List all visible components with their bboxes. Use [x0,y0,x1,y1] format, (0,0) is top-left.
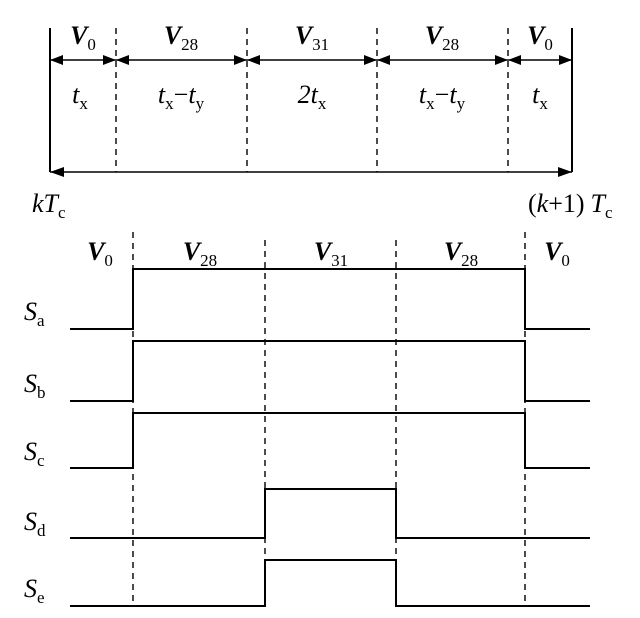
waveform-se [70,559,590,607]
signal-waveforms [70,268,590,607]
signal-label-se: Se [24,574,45,607]
interval-2-vector-label: V28 [183,237,217,270]
signal-label-sd: Sd [24,507,46,540]
signal-label-sa: Sa [24,297,45,330]
waveform-sa [70,268,590,330]
period-timing-diagram: V0 V28 V31 V28 V0 tx tx−ty 2tx tx−ty tx … [32,21,613,222]
switching-signal-diagram: V0 V28 V31 V28 V0 Sa Sb Sc Sd Se [24,232,590,607]
signal-label-sb: Sb [24,369,46,402]
interval-1-vector-label: V0 [87,237,113,270]
segment-4-duration-label: tx−ty [419,80,466,113]
interval-4-vector-label: V28 [444,237,478,270]
segment-arrows [50,55,572,65]
segment-5-duration-label: tx [532,80,548,113]
waveform-sb [70,340,590,402]
segment-3-vector-label: V31 [295,21,329,54]
segment-5-vector-label: V0 [527,21,553,54]
segment-1-vector-label: V0 [70,21,96,54]
period-start-label: kTc [32,189,66,222]
segment-4-vector-label: V28 [425,21,459,54]
waveform-sc [70,412,590,469]
waveform-sd [70,488,590,539]
period-end-label: (k+1)Tc [528,189,613,222]
interval-5-vector-label: V0 [544,237,570,270]
signal-label-sc: Sc [24,437,45,470]
segment-3-duration-label: 2tx [298,80,327,113]
interval-3-vector-label: V31 [314,237,348,270]
segment-2-duration-label: tx−ty [158,80,205,113]
segment-2-vector-label: V28 [164,21,198,54]
segment-1-duration-label: tx [72,80,88,113]
